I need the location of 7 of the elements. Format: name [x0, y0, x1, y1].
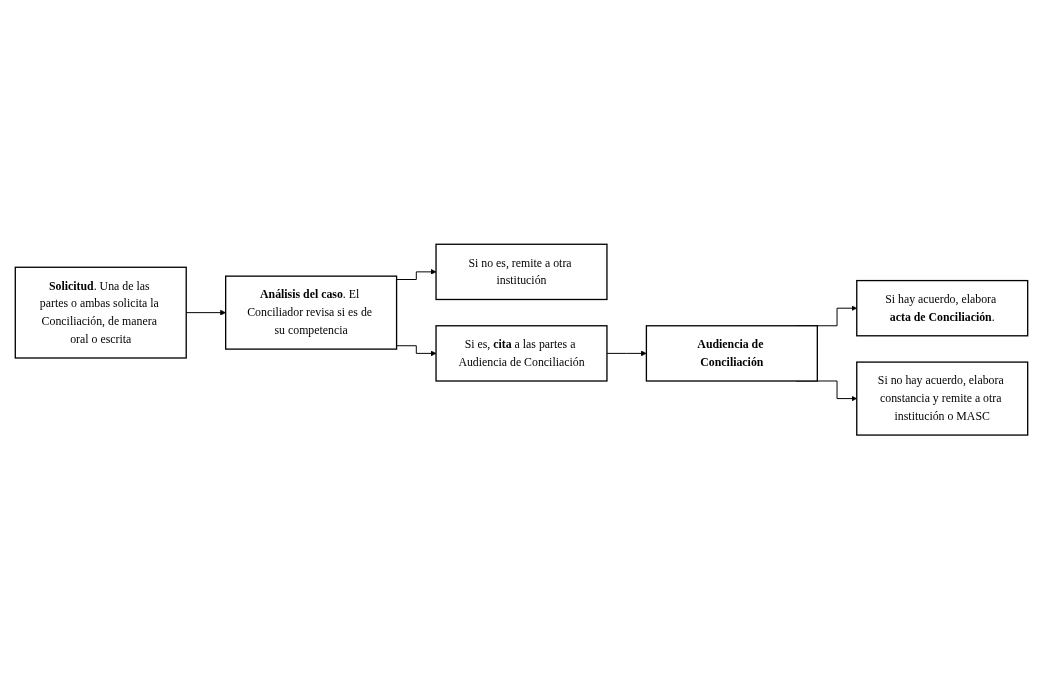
- node-box: Audiencia de Conciliación: [645, 324, 818, 382]
- node-box: Si hay acuerdo, elabora acta de Conciliación.: [856, 279, 1029, 337]
- node-box: Solicitud. Una de las partes o ambas solicita la Conciliación, de manera oral o escrita: [14, 266, 187, 359]
- node-box: Si es, cita a las partes a Audiencia de Conciliación: [435, 324, 608, 382]
- node-box: Si no es, remite a otra institución: [435, 243, 608, 300]
- node-box: Si no hay acuerdo, elabora constancia y remite a otra institución o MASC: [856, 361, 1029, 436]
- node-box: Análisis del caso. El Conciliador revisa si es de su competencia: [225, 275, 398, 350]
